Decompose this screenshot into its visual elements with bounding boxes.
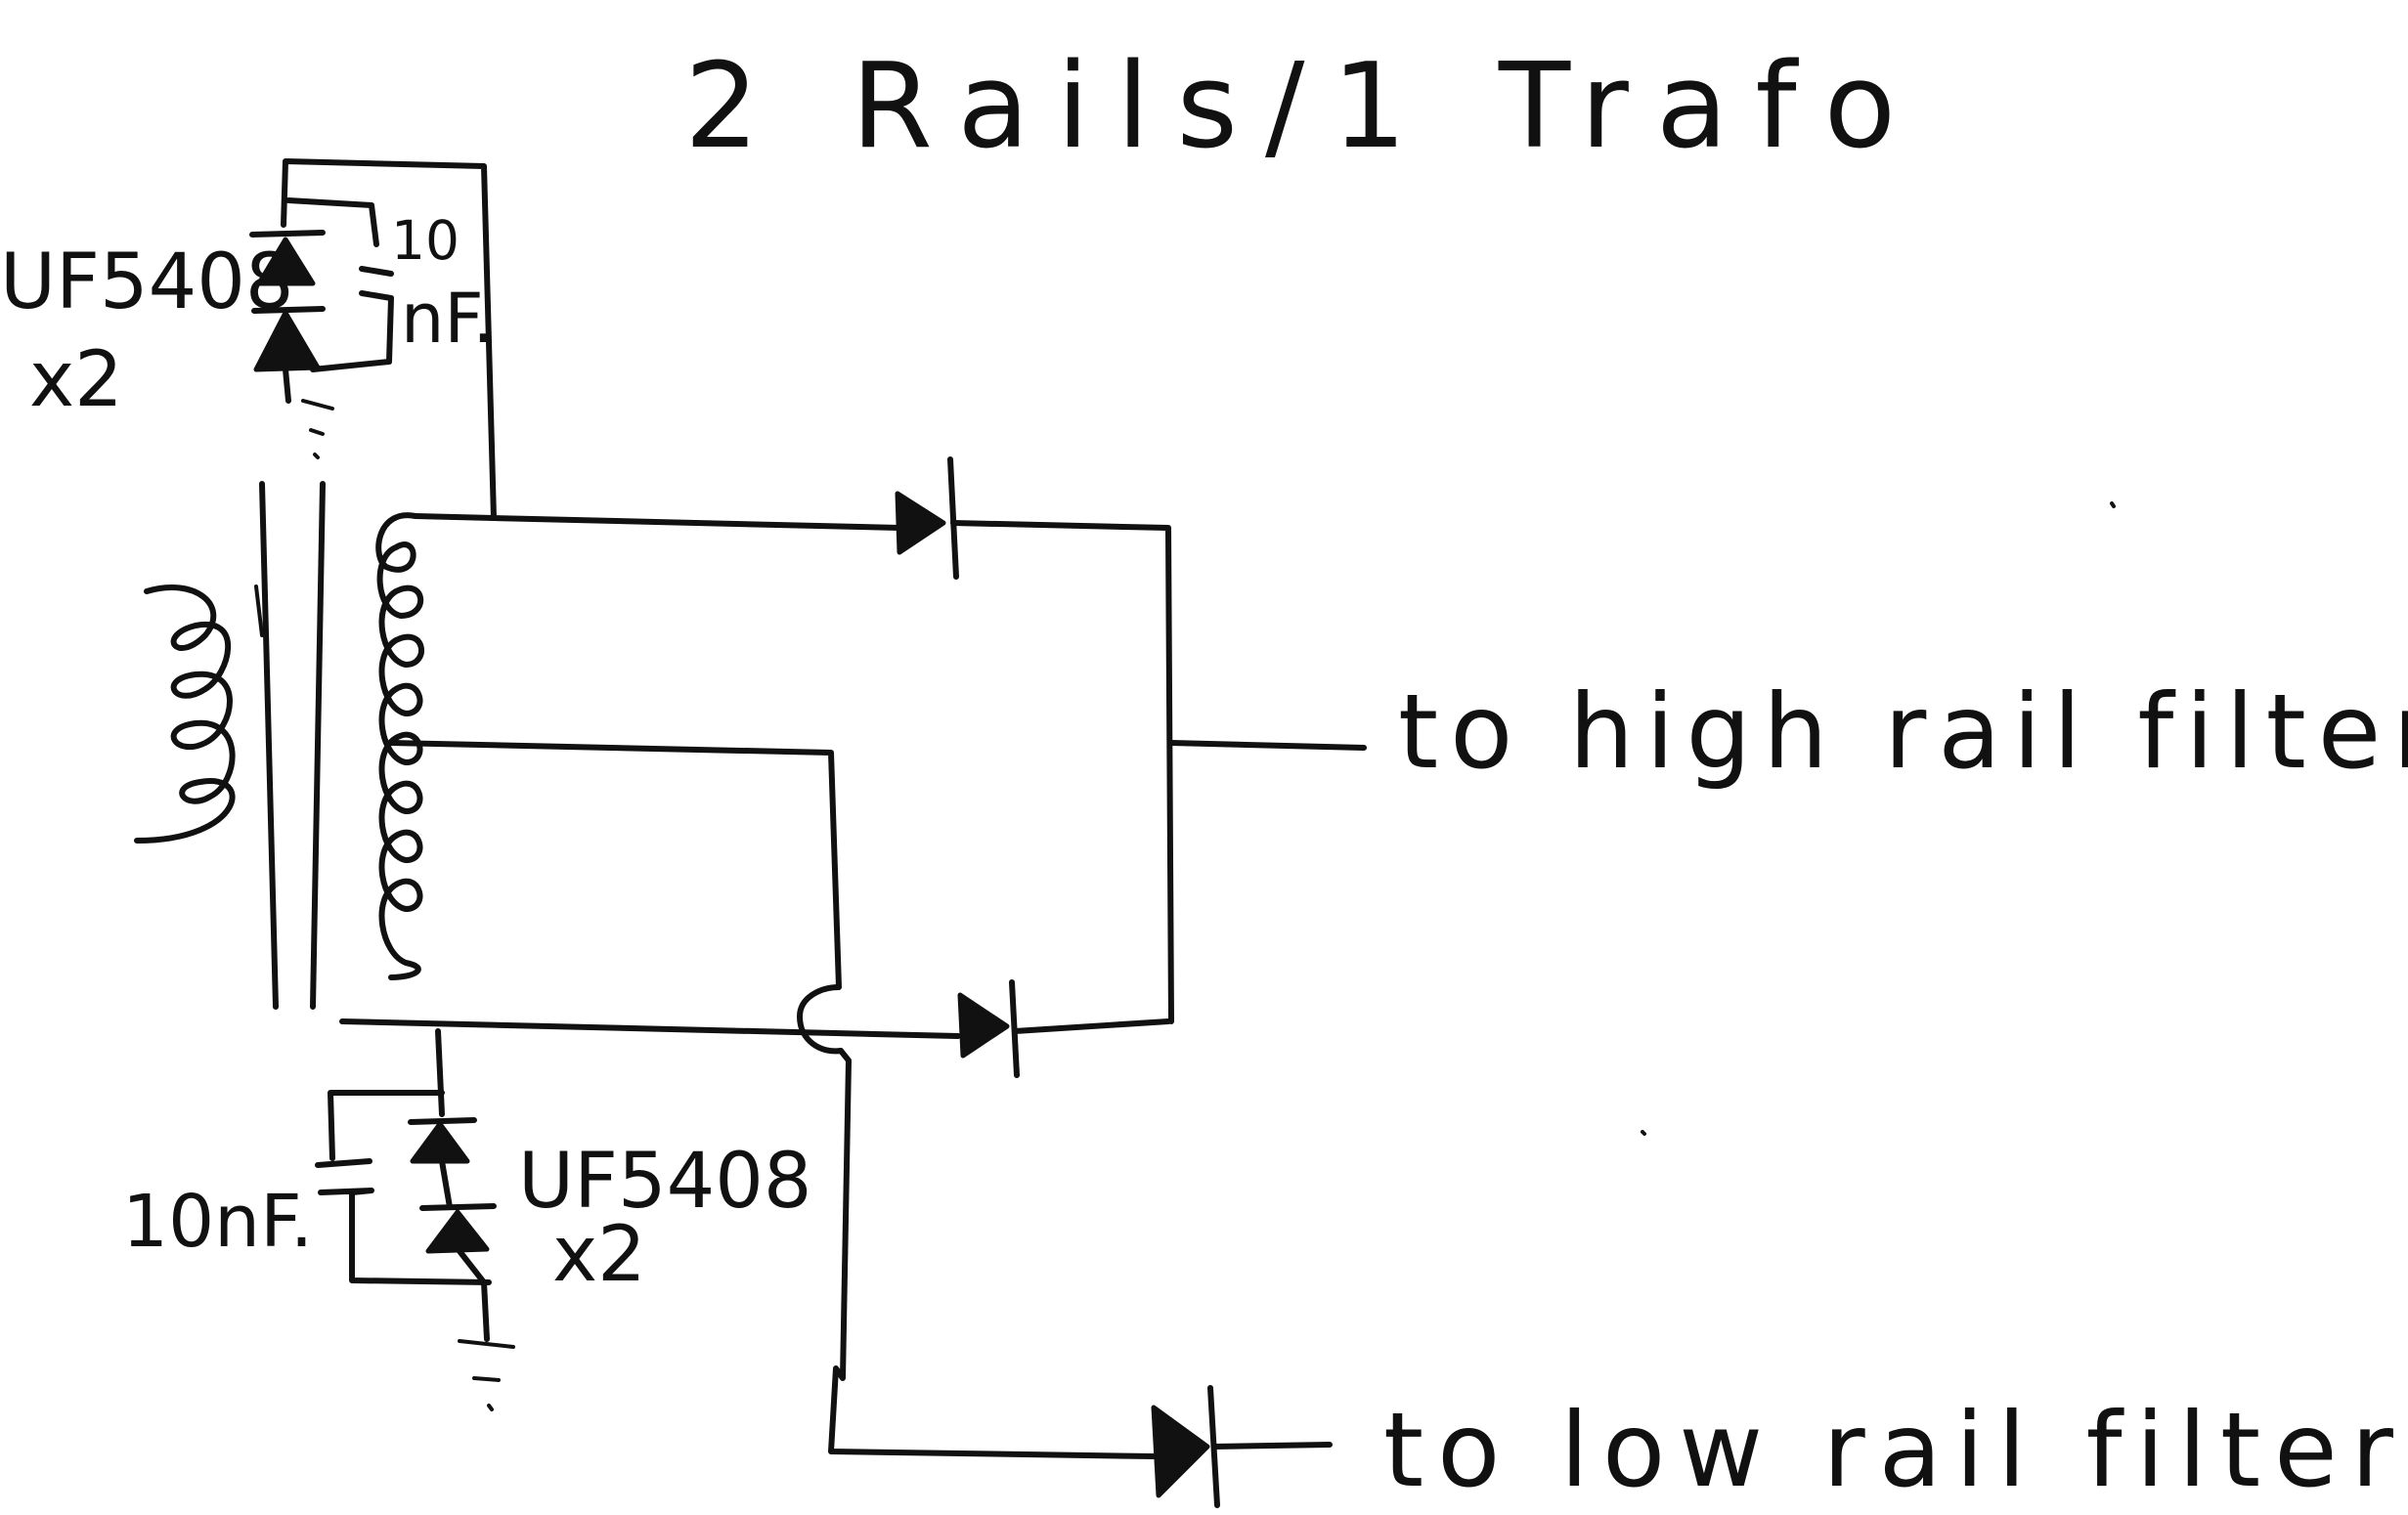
lower-stack-ground — [458, 1339, 515, 1411]
upper-stack-diode-2-bar — [251, 306, 326, 314]
bottom-diode-part-label: UF5408 — [518, 1138, 811, 1226]
wire-lower-diode-right — [1012, 1018, 1171, 1034]
primary-winding — [134, 584, 236, 844]
lower-stack-diode-2 — [425, 1209, 490, 1254]
upper-stack-wire-down — [283, 367, 291, 404]
wire-center-tap — [388, 740, 844, 1055]
bottom-cap-bracket — [315, 1090, 492, 1285]
lower-stack-wire — [439, 1158, 490, 1342]
wire-low-rail-output — [1211, 1442, 1333, 1450]
wire-bottom-stack-top — [435, 1028, 445, 1117]
upper-stack-diode-1-bar — [249, 230, 326, 238]
low-rail-diode — [1151, 1405, 1210, 1498]
secondary-winding — [375, 512, 424, 980]
wire-high-rail-output — [1168, 740, 1367, 751]
high-rail-output-label: to high rail filter — [1398, 672, 2408, 792]
upper-rectifier-diode — [895, 491, 946, 555]
upper-diode-bar — [947, 456, 959, 580]
lower-stack-diode-1 — [410, 1121, 470, 1164]
stray-mark-1 — [2110, 501, 2116, 508]
diagram-title: 2 Rails/1 Trafo — [684, 39, 1923, 175]
bottom-cap-value-label: 10nF. — [122, 1180, 313, 1264]
wire-top-loop — [281, 158, 497, 521]
top-cap-value-1: 10 — [391, 209, 460, 272]
stray-mark-2 — [1641, 1130, 1646, 1136]
low-rail-output-label: to low rail filter — [1383, 1391, 2407, 1510]
transformer-core-line-1 — [259, 481, 279, 1010]
wire-top-secondary — [413, 513, 902, 531]
upper-stack-diode-1 — [256, 237, 316, 286]
transformer-core-line-2 — [310, 481, 326, 1010]
lower-stack-diode-1-bar — [408, 1117, 477, 1125]
primary-lead-mark — [254, 584, 264, 637]
wire-low-rail-vertical — [828, 1048, 1157, 1459]
top-cap-value-2: nF. — [401, 279, 495, 359]
top-diode-count-label: x2 — [29, 336, 123, 424]
bottom-diode-count-label: x2 — [552, 1211, 646, 1299]
lower-rectifier-diode — [957, 992, 1010, 1059]
wire-bottom-secondary — [339, 1018, 961, 1039]
wire-upper-diode-right — [950, 520, 1174, 1024]
upper-stack-ground — [301, 399, 334, 459]
lower-stack-diode-2-bar — [419, 1203, 497, 1211]
upper-cap-bracket — [285, 197, 394, 372]
top-diode-part-label: UF5408 — [0, 238, 293, 326]
